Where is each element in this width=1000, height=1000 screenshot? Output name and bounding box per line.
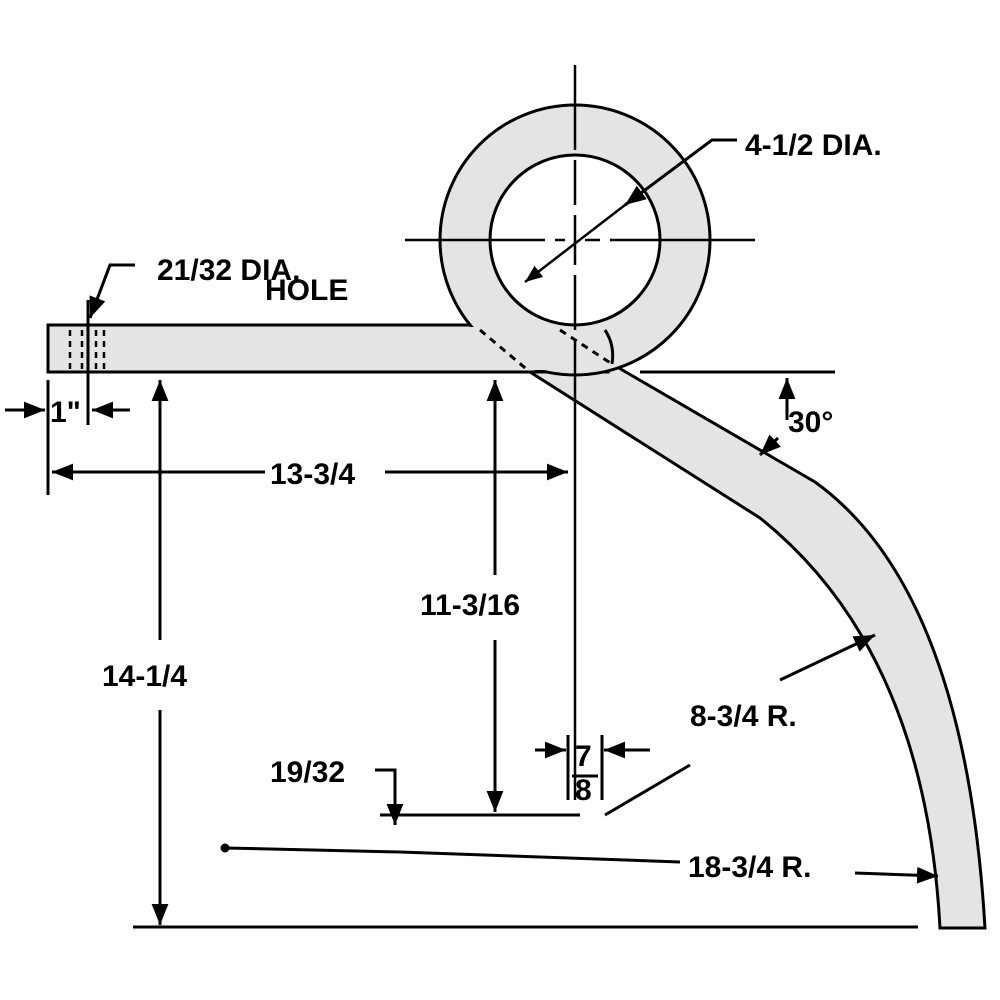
bar-overlap [470, 327, 605, 370]
hidden-lines [479, 328, 613, 374]
hole-size-label: 21/32 DIA. [157, 254, 300, 287]
angle-label: 30° [788, 406, 833, 439]
centerlines [405, 65, 755, 800]
dimension-lines [5, 138, 939, 929]
eye-diameter-label: 4-1/2 DIA. [745, 129, 882, 162]
bar-length-label: 13-3/4 [270, 458, 355, 491]
small-offset-label: 19/32 [270, 756, 345, 789]
spring-arm [525, 362, 987, 930]
offset-denominator: 8 [575, 774, 592, 807]
total-height-label: 14-1/4 [102, 660, 187, 693]
small-radius-label: 8-3/4 R. [690, 700, 797, 733]
large-radius-label: 18-3/4 R. [688, 851, 811, 884]
hole-offset-label: 1" [50, 396, 81, 429]
offset-numerator: 7 [575, 740, 592, 773]
hole-word-label: HOLE [265, 274, 348, 307]
drop-height-label: 11-3/16 [420, 589, 520, 622]
